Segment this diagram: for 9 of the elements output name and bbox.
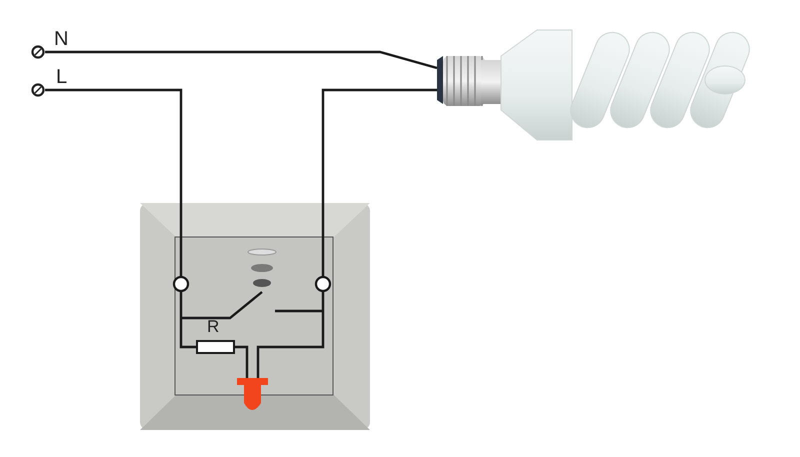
wire <box>45 50 438 70</box>
wire <box>45 88 182 203</box>
terminal-icon <box>31 83 45 97</box>
terminal-label: L <box>56 67 68 87</box>
terminal-label: N <box>54 29 68 49</box>
terminal-icon <box>31 45 45 59</box>
light-switch-drawing <box>140 203 370 430</box>
resistor-label: R <box>207 318 220 335</box>
wire <box>322 88 437 203</box>
